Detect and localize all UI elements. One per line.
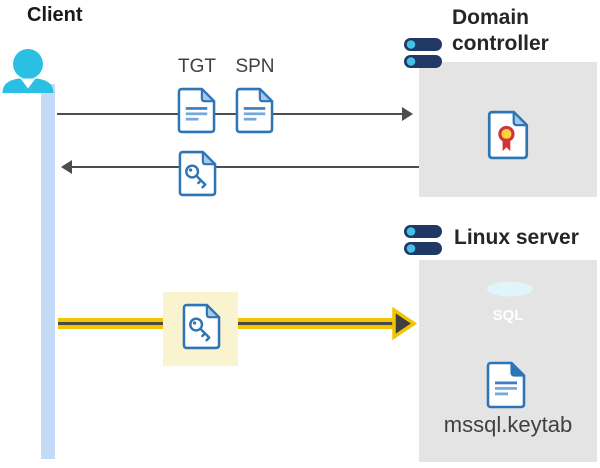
client-timeline: [41, 84, 55, 459]
keytab-document-icon: [486, 361, 526, 409]
linux-server-icon: [399, 217, 443, 279]
tgt-label: TGT: [178, 56, 216, 77]
certificate-document-icon: [487, 110, 529, 160]
keytab-filename-label: mssql.keytab: [443, 412, 573, 437]
client-label: Client: [27, 4, 83, 26]
tgt-spn-request-arrow-line: [57, 113, 404, 116]
sql-database-icon: SQL: [487, 281, 533, 337]
client-computer-icon: [2, 37, 114, 101]
spn-label: SPN: [235, 56, 275, 77]
granted-ticket-key-document-icon: [178, 150, 217, 197]
service-ticket-key-document-icon: [182, 302, 221, 351]
spn-document-icon: [235, 87, 274, 134]
domain-controller-label: Domain controller: [452, 6, 549, 55]
tgt-spn-request-arrowhead-icon: [402, 107, 413, 121]
linux-server-label: Linux server: [454, 226, 579, 249]
kerberos-connect-arrowhead-icon: [392, 306, 418, 341]
tgt-document-icon: [177, 87, 216, 134]
domain-controller-server-icon: [399, 30, 443, 92]
ticket-response-arrow-line: [71, 166, 419, 169]
sql-badge-text: SQL: [493, 307, 524, 324]
ticket-response-arrowhead-icon: [61, 160, 72, 174]
